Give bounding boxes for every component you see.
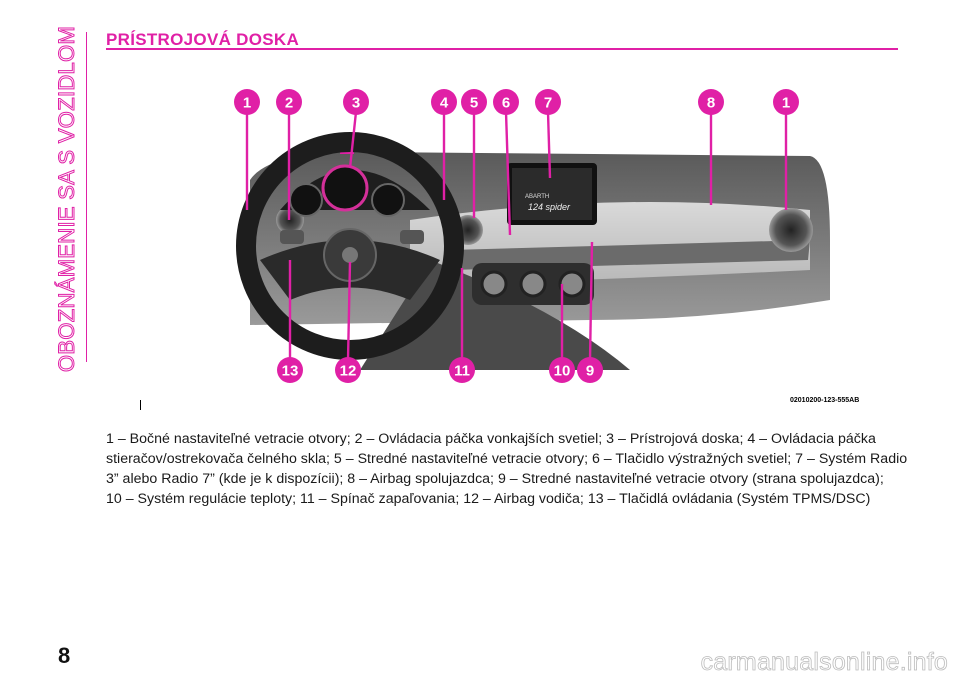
watermark: carmanualsonline.info bbox=[700, 648, 948, 677]
caption-line: 10 – Systém regulácie teploty; 11 – Spín… bbox=[106, 491, 871, 507]
caption-line: stieračov/ostrekovača čelného skla; 5 – … bbox=[106, 451, 908, 467]
callout-label: 7 bbox=[544, 95, 552, 112]
callout-badge: 5 bbox=[461, 89, 487, 115]
infotainment-screen: ABARTH 124 spider bbox=[507, 163, 597, 225]
screen-brand: ABARTH bbox=[525, 194, 549, 200]
callout-label: 4 bbox=[440, 95, 449, 112]
callout-badge: 10 bbox=[549, 357, 575, 383]
dashboard-figure: ABARTH 124 spider bbox=[110, 70, 882, 410]
caption-line: 1 – Bočné nastaviteľné vetracie otvory; … bbox=[106, 431, 876, 447]
callout-badge: 3 bbox=[343, 89, 369, 115]
steering-wheel bbox=[236, 132, 464, 360]
callout-label: 12 bbox=[340, 363, 357, 380]
callout-badge: 6 bbox=[493, 89, 519, 115]
callout-label: 10 bbox=[554, 363, 571, 380]
title-underline bbox=[106, 48, 898, 50]
caption-line: 3” alebo Radio 7” (kde je k dispozícii);… bbox=[106, 471, 884, 487]
callout-badge: 13 bbox=[277, 357, 303, 383]
screen-text: 124 spider bbox=[528, 202, 571, 212]
callout-leaders bbox=[245, 111, 788, 361]
callout-badge: 1 bbox=[234, 89, 260, 115]
side-vent-right bbox=[769, 208, 813, 252]
callout-badge: 1 bbox=[773, 89, 799, 115]
callout-label: 8 bbox=[707, 95, 715, 112]
page-number: 8 bbox=[58, 643, 71, 668]
section-side-label: OBOZNÁMENIE SA S VOZIDLOM bbox=[54, 25, 80, 372]
page-title: PRÍSTROJOVÁ DOSKA bbox=[106, 30, 300, 49]
callout-label: 11 bbox=[454, 363, 470, 380]
callout-badge: 7 bbox=[535, 89, 561, 115]
callout-badge: 4 bbox=[431, 89, 457, 115]
callout-label: 1 bbox=[782, 95, 790, 112]
callout-label: 1 bbox=[243, 95, 251, 112]
figure-caption: 1 – Bočné nastaviteľné vetracie otvory; … bbox=[106, 429, 908, 509]
callout-label: 13 bbox=[282, 363, 299, 380]
instrument-cluster bbox=[280, 134, 430, 217]
callout-label: 2 bbox=[285, 95, 293, 112]
dashboard-illustration: ABARTH 124 spider bbox=[234, 89, 830, 383]
section-side-rule bbox=[86, 32, 87, 362]
callout-badge: 11 bbox=[449, 357, 475, 383]
callout-badge: 12 bbox=[335, 357, 361, 383]
figure-marker bbox=[140, 400, 141, 410]
callout-label: 9 bbox=[586, 363, 594, 380]
callout-label: 6 bbox=[502, 95, 510, 112]
figure-code: 02010200-123-555AB bbox=[790, 397, 860, 404]
callout-label: 3 bbox=[352, 95, 360, 112]
callout-badge: 2 bbox=[276, 89, 302, 115]
callout-label: 5 bbox=[470, 95, 478, 112]
callout-badge: 8 bbox=[698, 89, 724, 115]
callout-badge: 9 bbox=[577, 357, 603, 383]
